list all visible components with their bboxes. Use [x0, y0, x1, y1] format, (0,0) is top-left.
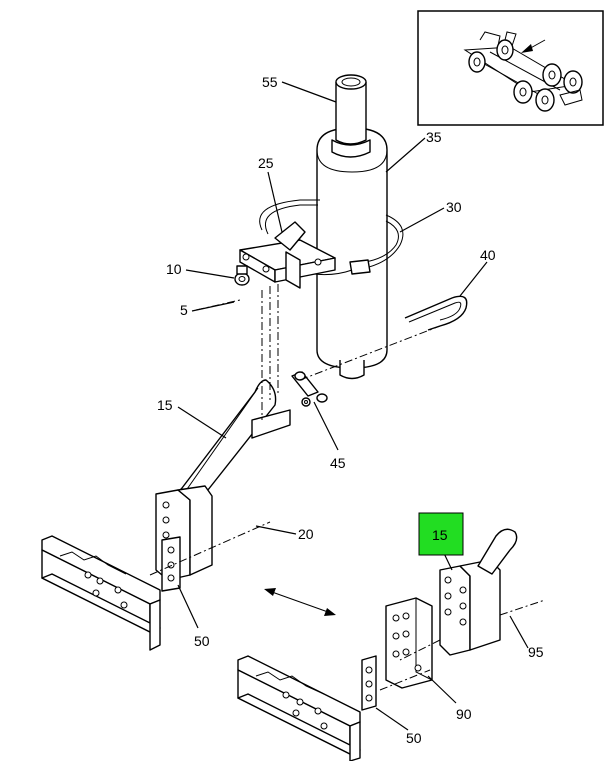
callout-95[interactable]: 95 [528, 644, 544, 660]
callout-15-bracket[interactable]: 15 [432, 527, 448, 543]
u-bolt-40 [404, 295, 468, 331]
callout-25[interactable]: 25 [258, 155, 274, 171]
callout-55[interactable]: 55 [262, 74, 278, 90]
spacer-plate-50 [361, 655, 377, 711]
lower-bracket-right [439, 528, 518, 656]
support-arm [175, 284, 291, 508]
leader-lines [177, 81, 529, 731]
callout-90[interactable]: 90 [456, 706, 472, 722]
callout-10[interactable]: 10 [166, 261, 182, 277]
callout-40[interactable]: 40 [480, 247, 496, 263]
callout-45[interactable]: 45 [330, 455, 346, 471]
highlight-box [418, 512, 464, 556]
callout-15-arm[interactable]: 15 [157, 397, 173, 413]
frame-rail-right [237, 655, 361, 761]
bolt-10 [234, 265, 250, 286]
locator-inset [417, 10, 604, 126]
frame-rail-left [41, 535, 161, 651]
lower-bracket-left [155, 485, 213, 592]
callout-35[interactable]: 35 [426, 129, 442, 145]
callout-30[interactable]: 30 [446, 199, 462, 215]
callouts: 55 35 25 30 10 40 5 15 45 20 50 15 95 90… [157, 74, 544, 746]
callout-50-right[interactable]: 50 [406, 730, 422, 746]
double-arrow [264, 588, 336, 616]
muffler-assembly [316, 74, 388, 380]
clamp-band [259, 199, 404, 276]
callout-5[interactable]: 5 [180, 302, 188, 318]
callout-50-left[interactable]: 50 [194, 633, 210, 649]
callout-20[interactable]: 20 [298, 526, 314, 542]
chassis-thumbnail [463, 31, 583, 112]
upper-bracket [239, 221, 336, 289]
reinforcement-plate-90 [385, 597, 433, 689]
fastener-45 [291, 371, 328, 407]
location-arrow [521, 39, 546, 53]
